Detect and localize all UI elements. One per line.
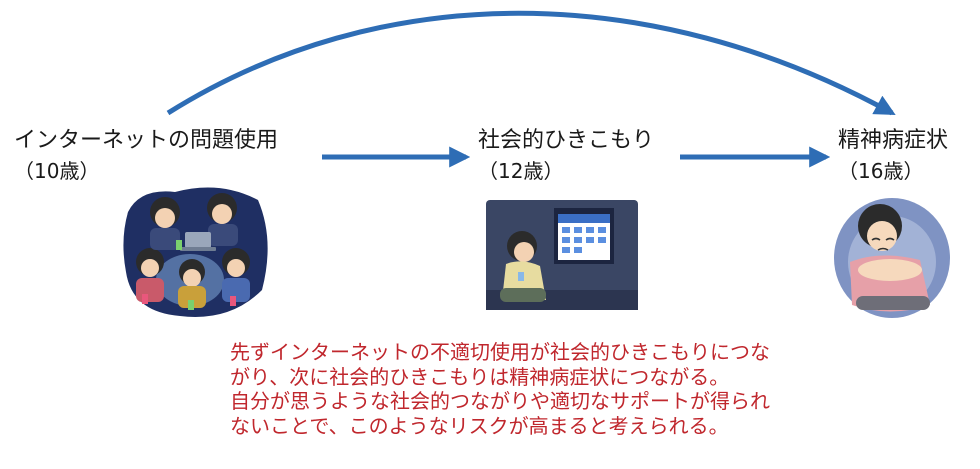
stage-3-label: 精神病症状 bbox=[838, 128, 949, 153]
stage-1-label: インターネットの問題使用 bbox=[14, 128, 279, 153]
stage-1-age: （10歳） bbox=[14, 159, 100, 183]
explanation-caption: 先ずインターネットの不適切使用が社会的ひきこもりにつな がり、次に社会的ひきこも… bbox=[230, 340, 970, 438]
caption-line: ないことで、このようなリスクが高まると考えられる。 bbox=[230, 413, 729, 438]
caption-line: 先ずインターネットの不適切使用が社会的ひきこもりにつな bbox=[230, 340, 770, 364]
group-using-phones-illustration bbox=[123, 187, 268, 317]
stage-3-age: （16歳） bbox=[838, 159, 924, 183]
depressed-person-illustration bbox=[834, 198, 950, 318]
stage-2-age: （12歳） bbox=[478, 159, 564, 183]
withdrawn-person-illustration bbox=[486, 200, 638, 310]
stage-2-label: 社会的ひきこもり bbox=[478, 128, 655, 153]
caption-line: がり、次に社会的ひきこもりは精神病症状につながる。 bbox=[230, 364, 730, 389]
caption-line: 自分が思うような社会的つながりや適切なサポートが得られ bbox=[230, 389, 770, 413]
curved-arrow-stage1-to-stage3 bbox=[166, 10, 896, 116]
